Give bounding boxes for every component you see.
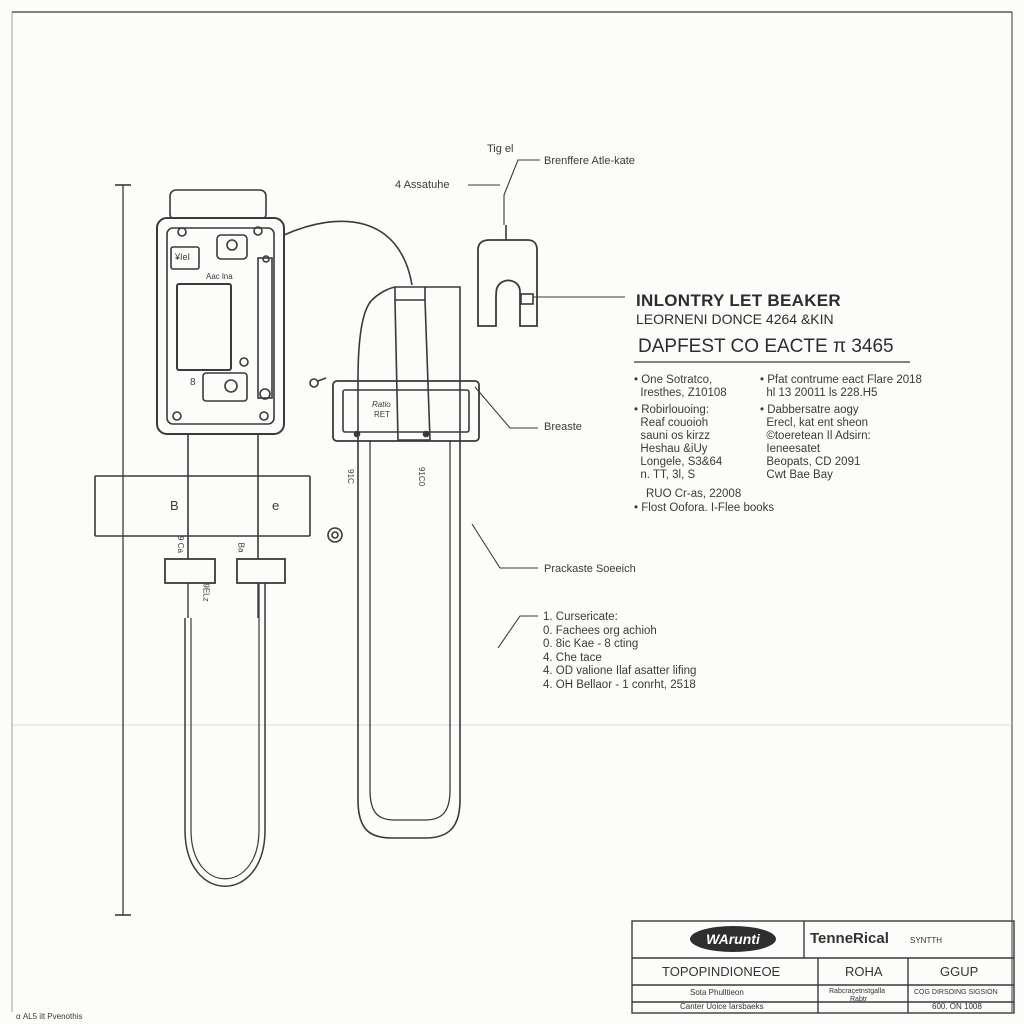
device-label-top: ¥IeI xyxy=(175,252,191,262)
footer-note: α AL5 ilt Pvenothis xyxy=(16,1012,83,1021)
note-left-item: Reaf couoioh xyxy=(640,417,709,429)
belt-label-1: Ratio xyxy=(372,400,391,409)
callout-breaste: Breaste xyxy=(544,421,582,433)
step-item: 4. OD valione Ilaf asatter lifing xyxy=(543,665,697,677)
connector-block-right xyxy=(236,558,286,584)
note-left-item: sauni os kirzz xyxy=(640,430,711,442)
callout-reference: Brenffere Atle-kate xyxy=(544,155,635,167)
title-block-project: TOPOPINDIONEOE xyxy=(662,964,781,979)
note-flost: • Flost Oofora. I-Flee books xyxy=(634,502,775,514)
step-item: 1. Cursericate: xyxy=(543,611,618,623)
title-block-note-b: Canter Uoice Iarsbaeks xyxy=(680,1002,764,1011)
title-block-mid-b: Rabtr xyxy=(850,996,868,1003)
title-block-note-a: Sota Phulltieon xyxy=(690,988,744,997)
cable-loop-inner xyxy=(190,583,260,880)
note-right-item: ©toeretean Il Adsirn: xyxy=(766,430,871,442)
title-line-2: LEORNENI DONCE 4264 &KIN xyxy=(636,311,834,327)
note-left-item: n. TT, 3l, S xyxy=(640,469,696,481)
notes-right-list: • Pfat contrume eact Flare 2018 hl 13 20… xyxy=(760,374,922,482)
connecting-cable xyxy=(283,220,413,286)
steps-list: 1. Cursericate: 0. Fachees org achioh 0.… xyxy=(543,611,696,692)
note-right-item: Ieneesatet xyxy=(766,443,821,455)
belt-label-2: RET xyxy=(374,410,390,419)
title-line-3: DAPFEST CO EACTE π 3465 xyxy=(638,336,894,357)
title-block-mid-a: Rabcraçetnstgalla xyxy=(829,988,886,995)
lead-label-right: Ba xyxy=(236,542,246,553)
note-left-item: Iresthes, Z10108 xyxy=(640,387,727,399)
callout-prackaste: Prackaste Soeeich xyxy=(544,563,636,575)
cable-loop-outer xyxy=(184,583,266,887)
lead-label-left: 9 Ca xyxy=(175,536,185,553)
strap-harness xyxy=(332,286,480,839)
clip-bracket xyxy=(477,225,538,327)
step-item: 4. Che tace xyxy=(543,651,602,664)
connector-block-left xyxy=(164,558,216,584)
company-logo: WArunti xyxy=(690,926,776,952)
callout-top-small: Tig el xyxy=(487,143,514,155)
note-left-item: Heshau &iUy xyxy=(640,443,708,455)
title-block-frame xyxy=(631,920,1015,1014)
title-block-right-a: COG DIRSOING SIGSION xyxy=(914,989,998,996)
note-left-item: • One Sotratco, xyxy=(634,374,713,386)
notes-left-list: • One Sotratco, Iresthes, Z10108 • Robir… xyxy=(634,374,727,482)
title-block-code: ROHA xyxy=(845,964,883,979)
note-right-item: • Pfat contrume eact Flare 2018 xyxy=(760,374,922,386)
note-left-item: • Robirlouoing: xyxy=(634,404,709,416)
leader-lines xyxy=(468,159,625,649)
small-fitting-top xyxy=(309,377,327,388)
device-label-small: Aac lna xyxy=(206,272,233,281)
device-label-b: 8 xyxy=(190,377,196,388)
note-rno: RUO Cr-as, 22008 xyxy=(646,488,742,500)
callout-assembly: 4 Assatuhe xyxy=(395,179,450,191)
step-item: 0. 8ic Kae - 8 cting xyxy=(543,638,639,650)
title-block-right-b: 600. ON 1008 xyxy=(932,1002,982,1011)
note-right-item: hl 13 20011 ls 228.H5 xyxy=(766,387,878,399)
belt-tag-left: 91C xyxy=(345,469,355,484)
title-block-group: GGUP xyxy=(940,964,979,979)
lead-tag: 9ELz xyxy=(201,583,211,602)
mounting-panel xyxy=(94,475,311,537)
step-item: 4. OH Bellaor - 1 conrht, 2518 xyxy=(543,678,696,691)
note-right-item: Beopats, CD 2091 xyxy=(766,456,861,468)
meter-device xyxy=(156,189,285,435)
panel-label-left: B xyxy=(170,498,179,513)
cable-ends xyxy=(187,583,259,618)
small-fitting-bottom xyxy=(327,527,343,543)
step-item: 0. Fachees org achioh xyxy=(543,624,657,637)
company-sub: SYNTTH xyxy=(910,936,942,945)
company-name: TenneRical xyxy=(810,930,889,947)
belt-tag-right: 91C0 xyxy=(417,466,427,487)
note-right-item: • Dabbersatre aogy xyxy=(760,404,859,416)
title-line-1: INLONTRY LET BEAKER xyxy=(636,291,841,310)
panel-label-right: e xyxy=(272,498,280,513)
note-left-item: Longele, S3&64 xyxy=(640,456,723,468)
note-right-item: Cwt Bae Bay xyxy=(766,469,833,481)
note-right-item: Erecl, kat ent sheon xyxy=(766,417,869,429)
